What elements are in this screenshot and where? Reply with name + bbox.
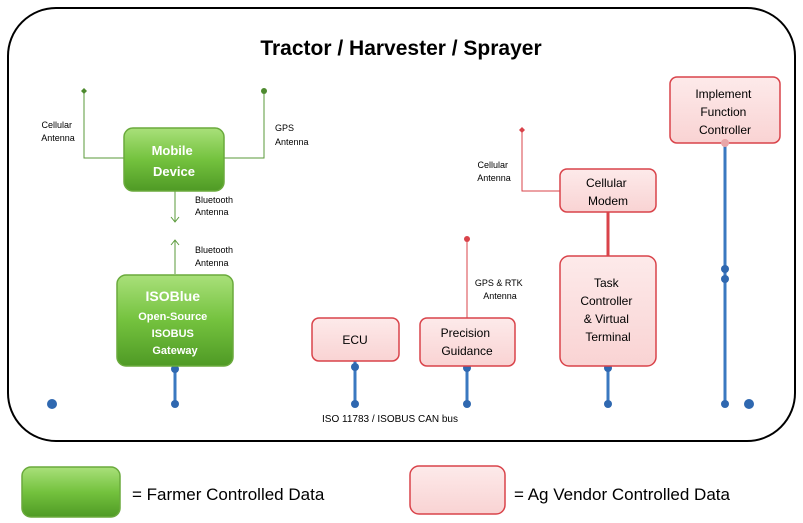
- mobile-antennas: [83, 92, 265, 159]
- modem-antenna-label: Cellular Antenna: [477, 160, 511, 183]
- ecu-box: ECU: [311, 317, 400, 362]
- bluetooth-antenna-label-bottom: Bluetooth Antenna: [195, 245, 236, 268]
- bluetooth-antenna-label-top: Bluetooth Antenna: [195, 195, 236, 217]
- modem-antenna-icon: [519, 127, 525, 133]
- rtk-antenna-label: GPS & RTK Antenna: [475, 278, 525, 301]
- gps-antenna-label: GPS Antenna: [275, 123, 309, 147]
- svg-text:Mobile Device: Mobile Device: [152, 143, 197, 179]
- modem-antenna-line: [521, 132, 560, 192]
- legend-green-swatch: [21, 466, 121, 518]
- bluetooth-link: [170, 191, 180, 274]
- bus-end-left: [47, 399, 57, 409]
- svg-text:ISOBlue Open-Source: ISOBlue Open-Source ISOBUS Gateway: [138, 288, 212, 357]
- svg-text:Task Controller &: Task Controller & Virtual Terminal: [580, 276, 635, 344]
- implement-controller-box: Implement Function Controller: [669, 76, 781, 144]
- cellular-antenna-label: Cellular Antenna: [41, 120, 75, 143]
- svg-text:Precision Guidance: Precision Guidance: [441, 326, 494, 358]
- cellular-antenna-icon: [81, 88, 87, 94]
- cellular-modem-box: Cellular Modem: [559, 168, 657, 213]
- implement-bus-node: [721, 139, 729, 147]
- vehicle-frame: [7, 7, 796, 442]
- bus-junctions: [171, 265, 729, 408]
- bus-end-right: [744, 399, 754, 409]
- rtk-antenna-icon: [464, 236, 470, 242]
- precision-guidance-box: Precision Guidance: [419, 317, 516, 367]
- bus-label: ISO 11783 / ISOBUS CAN bus: [322, 414, 458, 425]
- task-controller-box: Task Controller & Virtual Terminal: [559, 255, 657, 367]
- legend-farmer: = Farmer Controlled Data: [21, 466, 325, 518]
- legend-pink-swatch: [409, 465, 506, 515]
- isoblue-gateway-box: ISOBlue Open-Source ISOBUS Gateway: [116, 274, 234, 367]
- legend-vendor: = Ag Vendor Controlled Data: [409, 465, 730, 515]
- svg-text:ECU: ECU: [342, 333, 367, 347]
- svg-text:Cellular Modem: Cellular Modem: [586, 176, 630, 208]
- mobile-device-box: Mobile Device: [123, 127, 225, 192]
- legend-farmer-label: = Farmer Controlled Data: [132, 485, 325, 504]
- legend-vendor-label: = Ag Vendor Controlled Data: [514, 485, 730, 504]
- diagram-title: Tractor / Harvester / Sprayer: [260, 37, 541, 60]
- gps-antenna-icon: [261, 88, 267, 94]
- svg-text:Implement Function: Implement Function Controller: [695, 87, 754, 137]
